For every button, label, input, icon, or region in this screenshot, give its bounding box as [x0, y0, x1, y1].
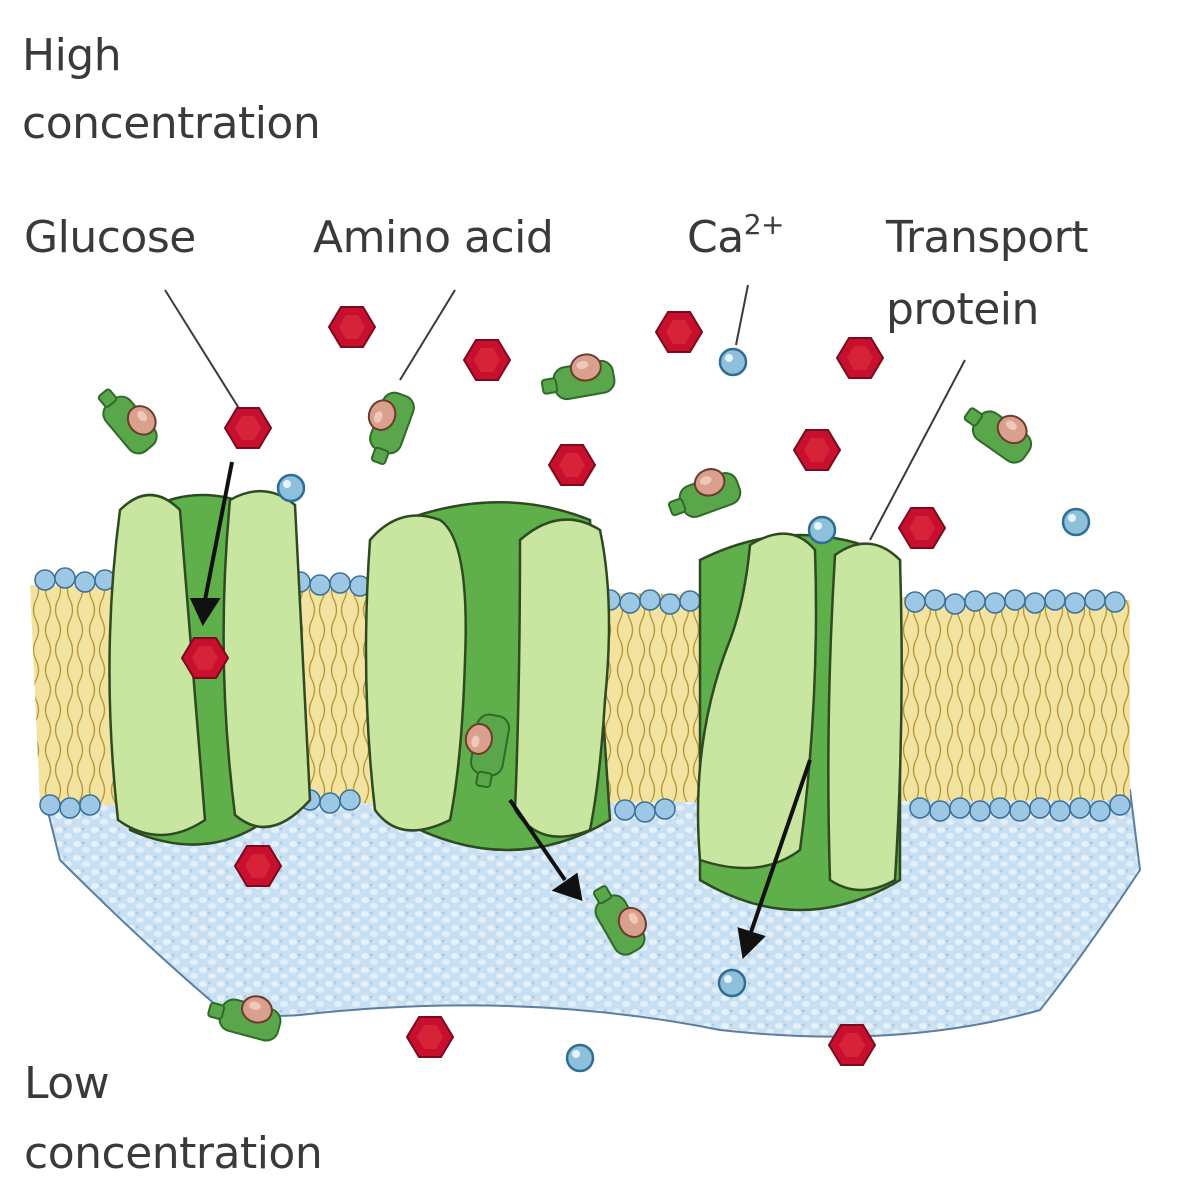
- amino-acid-label: Amino acid: [313, 212, 554, 263]
- amino-acid-transport-protein: [364, 501, 612, 852]
- transport-protein-label-line1: Transport: [886, 212, 1088, 263]
- calcium-charge: 2+: [743, 208, 785, 241]
- glucose-label: Glucose: [24, 212, 196, 263]
- calcium-ion-label: Ca2+: [687, 211, 784, 264]
- high-concentration-label-line2: concentration: [22, 98, 321, 149]
- lipid-heads-bottom: [39, 789, 1131, 823]
- low-concentration-label-line2: concentration: [24, 1128, 323, 1179]
- leader-lines: [164, 284, 966, 541]
- low-concentration-label-line1: Low: [24, 1058, 110, 1109]
- transport-protein-label-line2: protein: [886, 284, 1039, 335]
- movement-arrows: [189, 461, 812, 960]
- calcium-transport-protein: [696, 532, 903, 912]
- high-concentration-label-line1: High: [22, 30, 122, 81]
- calcium-symbol: Ca: [687, 212, 744, 263]
